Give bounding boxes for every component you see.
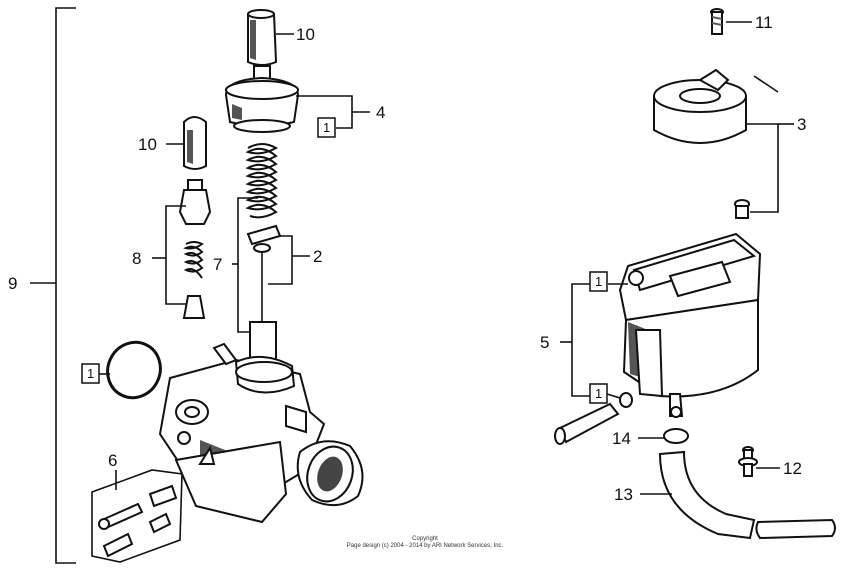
float-chamber-part-5 — [618, 232, 762, 418]
callout-7: 7 — [213, 255, 222, 274]
float-part-3 — [653, 68, 779, 144]
callout-3: 3 — [797, 115, 806, 134]
copyright-line-2: Page design (c) 2004 - 2014 by ARI Netwo… — [346, 543, 504, 549]
callout-10-top: 10 — [296, 25, 315, 44]
callout-12: 12 — [783, 459, 802, 478]
o-ring-left — [106, 340, 162, 400]
boxed-callout-1-left: 1 — [81, 363, 100, 384]
boxed-callout-1-right-top: 1 — [589, 271, 608, 292]
adjust-screw-part-8 — [178, 179, 212, 319]
rubber-cap-part-10-top — [247, 9, 278, 66]
boxed-callout-1-right-bottom: 1 — [589, 383, 608, 404]
svg-text:1: 1 — [323, 120, 330, 135]
rubber-cap-part-10-middle — [183, 116, 207, 170]
screw-part-11 — [710, 8, 724, 35]
callout-13: 13 — [614, 485, 633, 504]
callout-2: 2 — [313, 247, 322, 266]
callout-4: 4 — [376, 103, 385, 122]
screw-washer-part-12 — [738, 446, 758, 477]
callout-11: 11 — [755, 13, 773, 32]
needle-clip-part-2 — [246, 224, 282, 322]
copyright-notice: Copyright Page design (c) 2004 - 2014 by… — [300, 536, 550, 550]
copyright-line-1: Copyright — [412, 536, 438, 542]
carburetor-top-part-4 — [224, 65, 300, 133]
svg-text:1: 1 — [595, 274, 602, 289]
carburetor-body — [158, 321, 364, 524]
svg-text:1: 1 — [595, 386, 602, 401]
svg-text:1: 1 — [87, 366, 94, 381]
boxed-callout-1-top: 1 — [317, 117, 336, 138]
screw-set-part-6 — [91, 469, 183, 563]
callout-14: 14 — [612, 429, 631, 448]
hose-clip-part-14 — [663, 428, 689, 444]
callout-5: 5 — [540, 333, 549, 352]
callout-9: 9 — [8, 274, 17, 293]
throttle-spring — [245, 143, 279, 219]
callout-6: 6 — [108, 451, 117, 470]
callout-8: 8 — [132, 249, 141, 268]
float-pin-screw — [734, 199, 750, 219]
drain-screw — [554, 392, 633, 445]
fuel-hose-part-13 — [658, 450, 836, 540]
callout-10-middle: 10 — [138, 135, 157, 154]
assembly-bracket-9 — [30, 7, 76, 564]
